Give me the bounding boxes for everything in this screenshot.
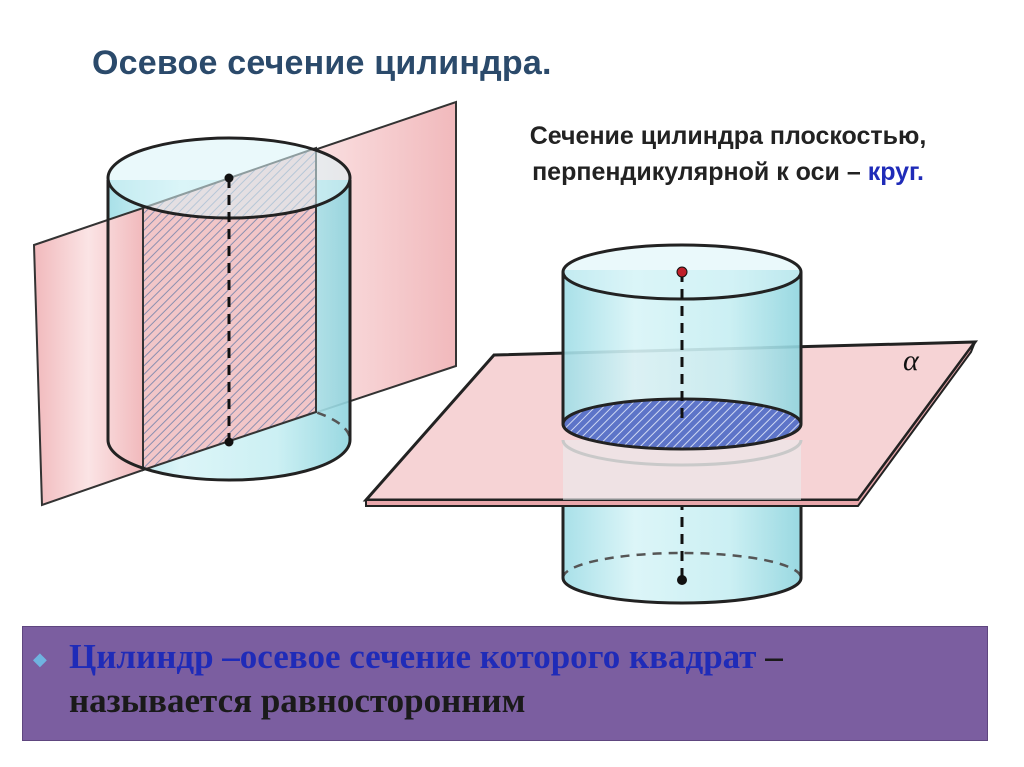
subtitle-line-1: Сечение цилиндра плоскостью, bbox=[529, 122, 927, 150]
subtitle-line-2: перпендикулярной к оси – круг. bbox=[468, 154, 988, 190]
slide-title: Осевое сечение цилиндра. bbox=[92, 44, 552, 82]
right-cylinder-ghost-ellipse bbox=[561, 439, 803, 467]
right-cylinder-ghost bbox=[563, 440, 801, 500]
definition-text: Цилиндр –осевое сечение которого квадрат… bbox=[69, 635, 967, 723]
left-axis-top-point bbox=[224, 173, 234, 183]
left-cylinder-figure bbox=[32, 100, 457, 507]
left-cylinder-bottom-front bbox=[106, 439, 352, 482]
plane-alpha-label: α bbox=[903, 344, 920, 377]
subtitle-highlight: круг. bbox=[867, 158, 924, 186]
definition-part-2: – называется равносторонним bbox=[69, 637, 783, 720]
definition-part-1: Цилиндр –осевое сечение которого квадрат bbox=[69, 637, 757, 676]
right-cylinder-figure: α bbox=[362, 243, 979, 605]
right-axis-top-point bbox=[676, 266, 688, 278]
definition-box: ◆ Цилиндр –осевое сечение которого квадр… bbox=[22, 626, 988, 741]
subtitle-line-2-prefix: перпендикулярной к оси – bbox=[532, 158, 868, 186]
plane-alpha-edge bbox=[365, 341, 976, 507]
subtitle: Сечение цилиндра плоскостью, перпендикул… bbox=[468, 118, 988, 190]
right-cylinder-bottom-back bbox=[561, 551, 803, 579]
right-axis-bottom-point bbox=[677, 575, 687, 585]
bullet-icon: ◆ bbox=[33, 649, 47, 669]
left-axis-bottom-point bbox=[224, 437, 234, 447]
right-cylinder-bottom-front bbox=[561, 577, 803, 605]
